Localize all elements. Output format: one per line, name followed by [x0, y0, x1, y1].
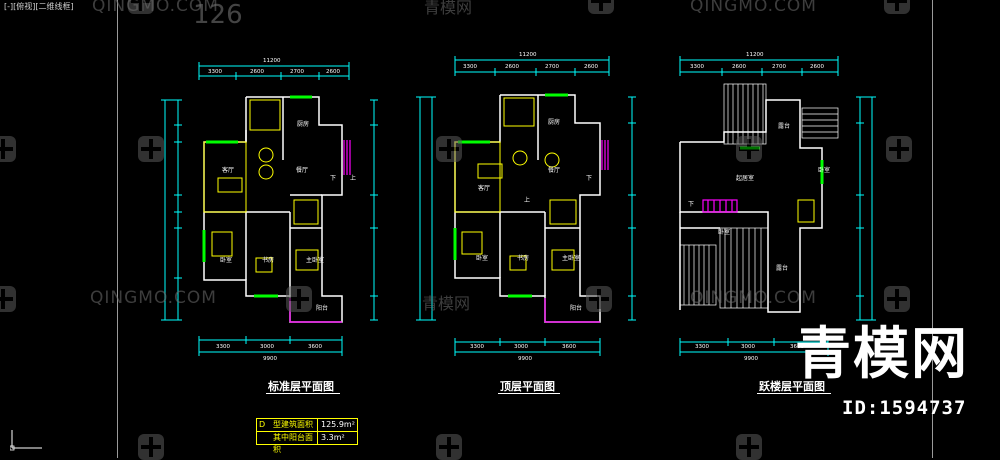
frame-line-right — [932, 0, 933, 458]
svg-text:11200: 11200 — [746, 52, 764, 58]
watermark-text: 青模网 — [422, 294, 471, 313]
svg-text:3300: 3300 — [208, 69, 222, 75]
room-label: 主卧室 — [306, 256, 324, 264]
svg-text:11200: 11200 — [263, 58, 281, 64]
watermark-text: QINGMO.COM — [690, 0, 817, 16]
svg-text:3000: 3000 — [514, 344, 528, 350]
watermark-logo — [0, 136, 16, 162]
area-value: 3.3m² — [321, 433, 345, 442]
svg-text:3300: 3300 — [690, 64, 704, 70]
room-label: 书房 — [262, 256, 274, 264]
watermark-logo — [138, 136, 164, 162]
watermark-logo — [0, 286, 16, 312]
room-label: 下 — [330, 175, 336, 182]
svg-text:2600: 2600 — [250, 69, 264, 75]
area-value: 125.9m² — [321, 420, 355, 429]
plan-top-floor: 厨房 客厅 餐厅 卧室 书房 主卧室 阳台 下 上 11200 3300 2600… — [416, 52, 636, 362]
plan-standard-floor: 厨房 客厅 餐厅 卧室 书房 主卧室 阳台 下 上 11200 3300 2600… — [161, 58, 378, 362]
frame-line-left — [117, 0, 118, 458]
room-label: 上 — [350, 174, 356, 182]
svg-text:9900: 9900 — [744, 356, 758, 362]
room-label: 阳台 — [570, 304, 582, 312]
svg-text:3600: 3600 — [308, 344, 322, 350]
svg-text:2600: 2600 — [732, 64, 746, 70]
svg-text:2600: 2600 — [810, 64, 824, 70]
room-label: 下 — [688, 201, 694, 208]
title-underline — [757, 393, 831, 394]
svg-text:3300: 3300 — [695, 344, 709, 350]
svg-text:3600: 3600 — [562, 344, 576, 350]
svg-text:9900: 9900 — [518, 356, 532, 362]
watermark-logo — [436, 136, 462, 162]
room-label: 卧室 — [476, 254, 488, 262]
room-label: 书房 — [517, 254, 529, 262]
title-underline — [266, 393, 340, 394]
plan-title-standard: 标准层平面图 — [268, 380, 334, 393]
watermark-text: QINGMO.COM — [90, 288, 217, 308]
svg-text:3300: 3300 — [470, 344, 484, 350]
svg-text:3600: 3600 — [790, 344, 804, 350]
area-label: 其中阳台面积 — [271, 432, 318, 454]
room-label: 阳台 — [316, 304, 328, 312]
room-label: 客厅 — [478, 184, 490, 192]
watermark-logo — [138, 434, 164, 460]
room-label: 上 — [524, 196, 530, 204]
title-underline — [498, 393, 560, 394]
plan-title-loft: 跃楼层平面图 — [759, 380, 825, 393]
area-row: 其中阳台面积 3.3m² — [257, 431, 357, 454]
asset-id: ID:1594737 — [842, 397, 967, 419]
watermark-logo — [586, 286, 612, 312]
svg-text:2700: 2700 — [545, 64, 559, 70]
svg-text:3000: 3000 — [260, 344, 274, 350]
svg-text:2700: 2700 — [290, 69, 304, 75]
viewport-label[interactable]: [-][俯视][二维线框] — [4, 2, 74, 11]
room-label: 露台 — [776, 264, 788, 272]
svg-text:2600: 2600 — [584, 64, 598, 70]
area-code — [257, 432, 271, 444]
plan-title-top: 顶层平面图 — [500, 380, 555, 393]
watermark-logo — [884, 0, 910, 14]
room-label: 餐厅 — [296, 166, 308, 174]
room-label: 卧室 — [220, 256, 232, 264]
area-label: 型建筑面积 — [271, 419, 318, 431]
room-label: 主卧室 — [562, 254, 580, 262]
svg-text:3300: 3300 — [216, 344, 230, 350]
area-code: D — [259, 420, 266, 429]
svg-text:3300: 3300 — [463, 64, 477, 70]
room-label: 餐厅 — [548, 166, 560, 174]
watermark-logo — [588, 0, 614, 14]
watermark-logo — [436, 434, 462, 460]
brand-watermark: 青模网 — [795, 322, 969, 387]
ucs-axis-icon — [10, 430, 42, 451]
svg-text:2600: 2600 — [505, 64, 519, 70]
svg-text:2700: 2700 — [772, 64, 786, 70]
room-label: 下 — [586, 175, 592, 182]
watermark-logo — [886, 136, 912, 162]
watermark-logo — [128, 0, 154, 14]
room-label: 厨房 — [297, 120, 309, 128]
room-label: 厨房 — [548, 118, 560, 126]
room-label: 卧室 — [818, 166, 830, 174]
svg-text:3000: 3000 — [741, 344, 755, 350]
watermark-text: 青模网 — [424, 0, 473, 17]
watermark-logo — [736, 136, 762, 162]
watermark-logo — [884, 286, 910, 312]
area-table: D 型建筑面积 125.9m² 其中阳台面积 3.3m² — [256, 418, 358, 454]
watermark-logo — [286, 286, 312, 312]
svg-text:11200: 11200 — [519, 52, 537, 58]
watermark-logo — [736, 434, 762, 460]
svg-text:2600: 2600 — [326, 69, 340, 75]
room-label: 客厅 — [222, 166, 234, 174]
watermark-text: QINGMO.COM — [690, 288, 817, 308]
area-row: D 型建筑面积 125.9m² — [257, 419, 357, 431]
plan-loft-floor: 露台 起居室 卧室 卧室 露台 下 11200 3300 2600 2700 260… — [679, 52, 876, 362]
ghost-number: 126 — [193, 0, 243, 30]
room-label: 起居室 — [736, 174, 754, 182]
svg-text:9900: 9900 — [263, 356, 277, 362]
room-label: 卧室 — [718, 228, 730, 236]
watermark-text: QINGMO.COM — [92, 0, 219, 16]
room-label: 露台 — [778, 122, 790, 130]
